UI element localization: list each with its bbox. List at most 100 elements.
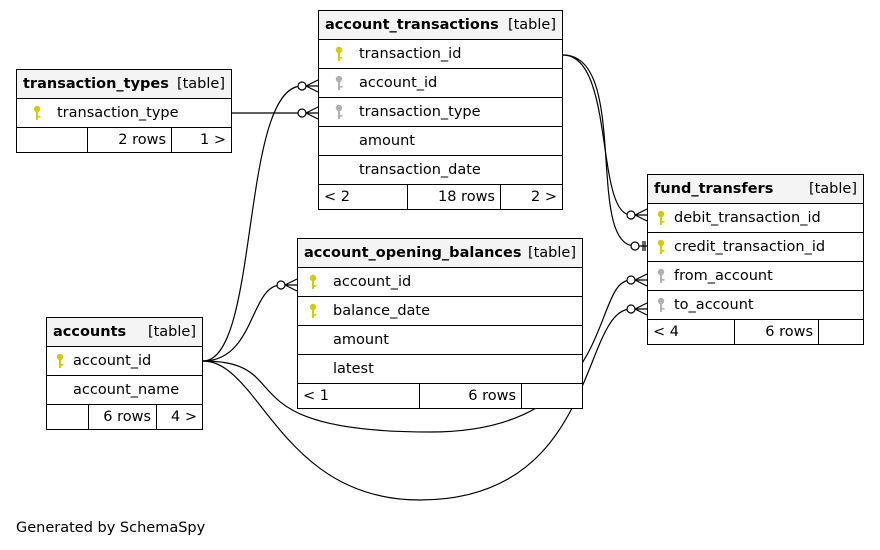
table-name: accounts [53, 324, 127, 340]
primary-key-icon [648, 239, 674, 255]
column-row[interactable]: amount [298, 326, 582, 355]
parents-count[interactable] [47, 405, 88, 429]
primary-key-icon [298, 274, 328, 290]
optional-marker [626, 210, 636, 220]
children-count[interactable] [818, 320, 863, 344]
crowfoot-marker [305, 79, 319, 93]
column-name: transaction_date [359, 162, 481, 178]
table-type: [table] [176, 76, 225, 92]
column-row[interactable]: transaction_type [17, 99, 231, 128]
table-header: account_opening_balances [table] [298, 239, 582, 268]
column-name: account_name [73, 382, 180, 398]
row-count: 2 rows [87, 128, 171, 152]
column-row[interactable]: transaction_date [319, 156, 562, 185]
table-type: [table] [147, 324, 196, 340]
crowfoot-marker [305, 106, 319, 120]
column-name: account_id [359, 75, 438, 91]
column-name: amount [359, 133, 415, 149]
column-row[interactable]: from_account [648, 262, 863, 291]
table-account-opening-balances[interactable]: account_opening_balances [table] account… [297, 238, 583, 409]
primary-key-icon [319, 46, 359, 62]
edge-accounts-account-transactions [202, 85, 303, 362]
table-transaction-types[interactable]: transaction_types [table] transaction_ty… [16, 69, 232, 153]
column-name: to_account [674, 297, 754, 313]
children-count[interactable]: 2 > [500, 185, 562, 209]
table-header: transaction_types [table] [17, 70, 231, 99]
row-count: 6 rows [734, 320, 818, 344]
children-count[interactable]: 4 > [156, 405, 202, 429]
edge-accounts-opening-balances [202, 284, 282, 362]
table-header: accounts [table] [47, 318, 202, 347]
table-footer: < 2 18 rows 2 > [319, 185, 562, 209]
primary-key-icon [47, 353, 73, 369]
table-name: transaction_types [23, 76, 169, 92]
table-accounts[interactable]: accounts [table] account_id account_name… [46, 317, 203, 430]
children-count[interactable] [521, 384, 582, 408]
column-row[interactable]: account_id [47, 347, 202, 376]
crowfoot-marker [634, 273, 648, 287]
column-name: account_id [333, 274, 412, 290]
primary-key-icon [298, 303, 328, 319]
table-type: [table] [808, 181, 857, 197]
column-name: latest [333, 361, 374, 377]
table-header: account_transactions [table] [319, 11, 562, 40]
table-account-transactions[interactable]: account_transactions [table] transaction… [318, 10, 563, 210]
edge-transactions-debit [562, 54, 632, 216]
column-row[interactable]: credit_transaction_id [648, 233, 863, 262]
crowfoot-marker [634, 208, 648, 222]
row-count: 6 rows [88, 405, 156, 429]
table-footer: < 1 6 rows [298, 384, 582, 408]
table-footer: 6 rows 4 > [47, 405, 202, 429]
foreign-key-icon [319, 75, 359, 91]
column-name: account_id [73, 353, 152, 369]
table-name: fund_transfers [654, 181, 774, 197]
parents-count[interactable]: < 4 [653, 324, 679, 340]
column-row[interactable]: account_name [47, 376, 202, 405]
optional-marker [626, 304, 636, 314]
optional-marker [297, 81, 307, 91]
parents-count[interactable]: < 1 [303, 388, 329, 404]
column-name: from_account [674, 268, 773, 284]
column-row[interactable]: transaction_id [319, 40, 562, 69]
column-row[interactable]: amount [319, 127, 562, 156]
edge-accounts-from-account [202, 279, 632, 433]
table-type: [table] [507, 17, 556, 33]
column-name: amount [333, 332, 389, 348]
row-count: 6 rows [419, 384, 521, 408]
parents-count[interactable]: < 2 [324, 189, 350, 205]
column-row[interactable]: account_id [298, 268, 582, 297]
primary-key-icon [648, 210, 674, 226]
crowfoot-marker [284, 278, 298, 292]
table-fund-transfers[interactable]: fund_transfers [table] debit_transaction… [647, 174, 864, 345]
column-name: transaction_type [359, 104, 481, 120]
table-header: fund_transfers [table] [648, 175, 863, 204]
column-name: debit_transaction_id [674, 210, 821, 226]
optional-marker [630, 241, 640, 251]
column-name: credit_transaction_id [674, 239, 826, 255]
table-name: account_opening_balances [304, 245, 522, 261]
row-count: 18 rows [407, 185, 500, 209]
column-row[interactable]: account_id [319, 69, 562, 98]
crowfoot-marker [634, 302, 648, 316]
optional-marker [297, 108, 307, 118]
children-count[interactable]: 1 > [171, 128, 231, 152]
crowfoot-marker [639, 241, 647, 251]
generated-by-credit: Generated by SchemaSpy [16, 520, 206, 536]
column-row[interactable]: latest [298, 355, 582, 384]
column-row[interactable]: balance_date [298, 297, 582, 326]
column-row[interactable]: to_account [648, 291, 863, 320]
primary-key-icon [17, 105, 57, 121]
optional-marker [626, 275, 636, 285]
parents-count[interactable] [17, 128, 87, 152]
optional-marker [276, 280, 286, 290]
column-row[interactable]: transaction_type [319, 98, 562, 127]
table-type: [table] [527, 245, 576, 261]
table-name: account_transactions [325, 17, 499, 33]
foreign-key-icon [648, 268, 674, 284]
column-row[interactable]: debit_transaction_id [648, 204, 863, 233]
column-name: transaction_type [57, 105, 179, 121]
edge-transactions-credit [562, 54, 636, 247]
table-footer: 2 rows 1 > [17, 128, 231, 152]
column-name: balance_date [333, 303, 431, 319]
